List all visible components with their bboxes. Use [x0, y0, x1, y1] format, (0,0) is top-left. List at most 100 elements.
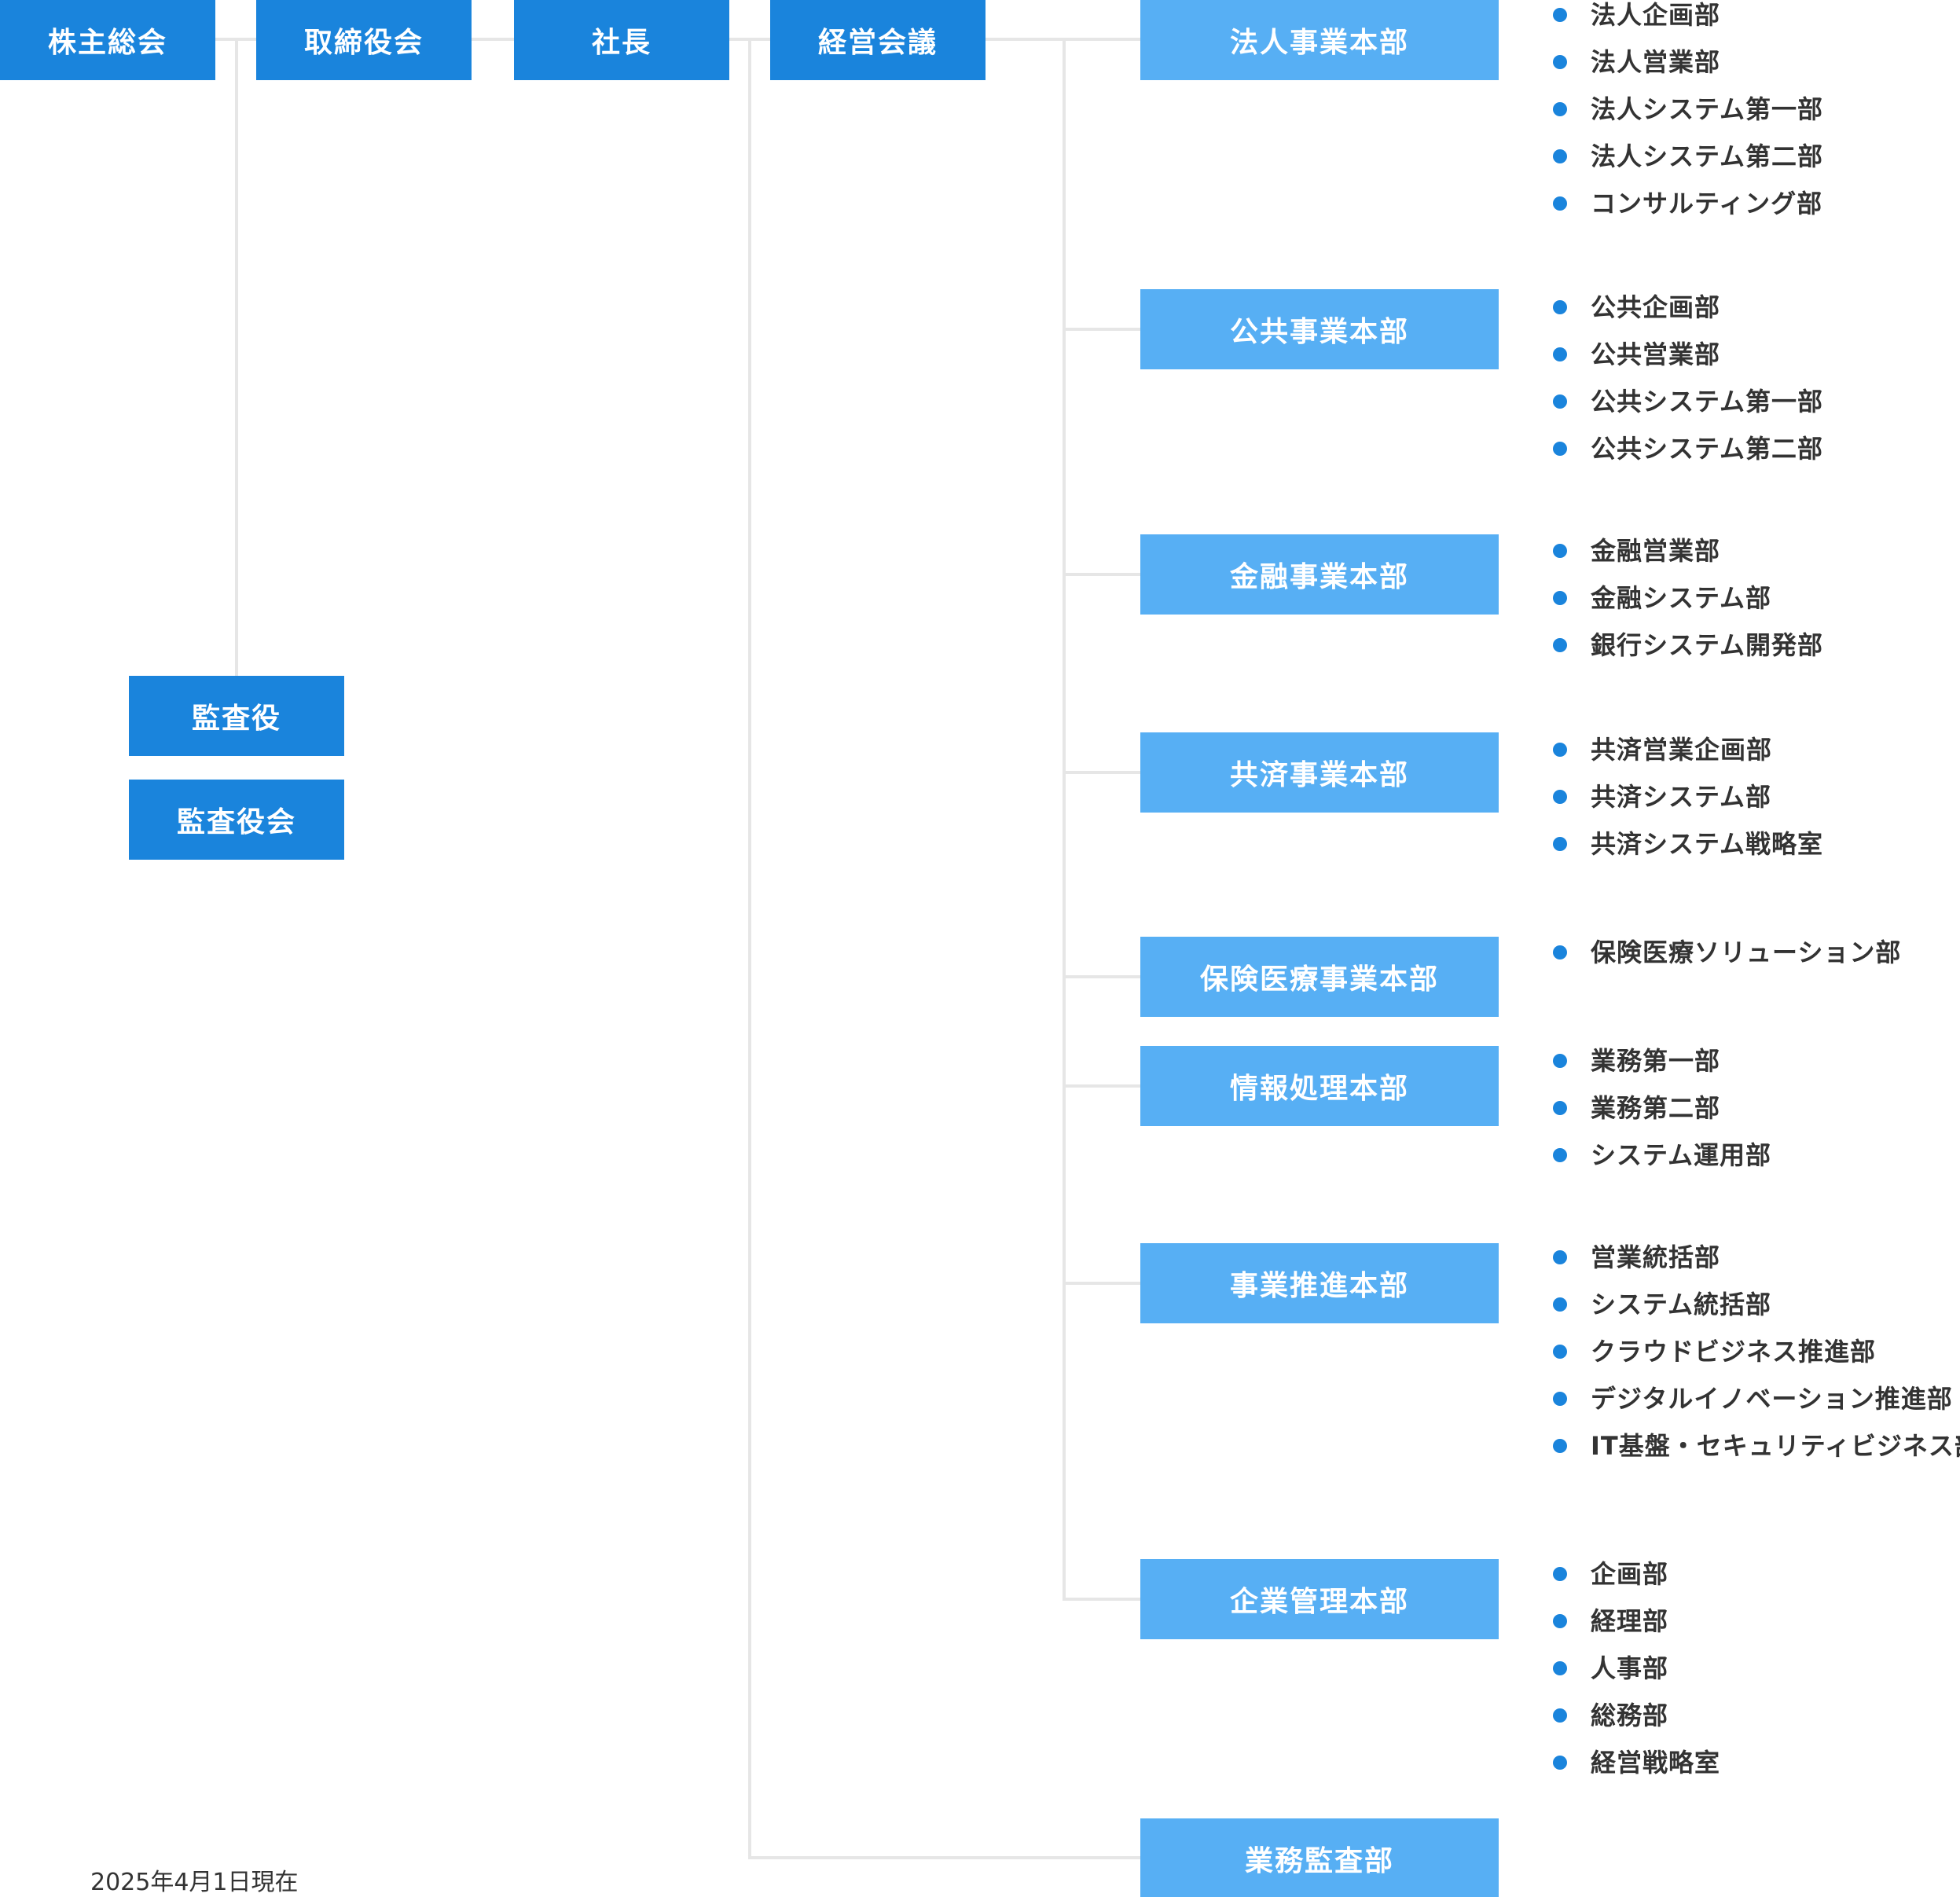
- list-item[interactable]: 法人システム第一部: [1553, 86, 1823, 133]
- bullet-icon: [1553, 1345, 1567, 1359]
- bullet-icon: [1553, 300, 1567, 314]
- department-label: 経営戦略室: [1591, 1748, 1721, 1778]
- department-label: システム統括部: [1591, 1290, 1772, 1319]
- list-item[interactable]: 営業統括部: [1553, 1234, 1960, 1281]
- department-label: 法人営業部: [1591, 47, 1721, 77]
- list-item[interactable]: コンサルティング部: [1553, 180, 1823, 227]
- bullet-icon: [1553, 1567, 1567, 1581]
- list-item[interactable]: 公共営業部: [1553, 331, 1823, 378]
- audit-department-box[interactable]: 業務監査部: [1140, 1818, 1499, 1897]
- department-label: 共済システム戦略室: [1591, 829, 1824, 859]
- list-item[interactable]: システム運用部: [1553, 1132, 1771, 1179]
- bullet-icon: [1553, 1661, 1567, 1675]
- department-label: 金融システム部: [1591, 583, 1772, 613]
- bullet-icon: [1553, 1250, 1567, 1264]
- bullet-icon: [1553, 591, 1567, 605]
- department-label: 法人システム第二部: [1591, 141, 1824, 171]
- management-meeting-box[interactable]: 経営会議: [770, 0, 986, 80]
- list-item[interactable]: 銀行システム開発部: [1553, 622, 1823, 669]
- department-label: 公共企画部: [1591, 292, 1721, 322]
- division-box-hojin[interactable]: 法人事業本部: [1140, 0, 1499, 80]
- department-list-kinyu: 金融営業部 金融システム部 銀行システム開発部: [1553, 527, 1823, 669]
- list-item[interactable]: 業務第一部: [1553, 1037, 1771, 1084]
- list-item[interactable]: 共済営業企画部: [1553, 726, 1823, 773]
- department-label: クラウドビジネス推進部: [1591, 1337, 1877, 1367]
- connector-division-5: [1063, 1084, 1140, 1088]
- bullet-icon: [1553, 1708, 1567, 1723]
- bullet-icon: [1553, 837, 1567, 851]
- as-of-date: 2025年4月1日現在: [90, 1869, 299, 1896]
- division-box-kyosai[interactable]: 共済事業本部: [1140, 732, 1499, 813]
- connector-division-1: [1063, 328, 1140, 331]
- list-item[interactable]: 公共システム第一部: [1553, 378, 1823, 425]
- department-label: 共済システム部: [1591, 782, 1772, 812]
- bullet-icon: [1553, 1756, 1567, 1770]
- bullet-icon: [1553, 8, 1567, 22]
- board-of-directors-box[interactable]: 取締役会: [256, 0, 472, 80]
- list-item[interactable]: デジタルイノベーション推進部: [1553, 1375, 1960, 1422]
- department-label: 金融営業部: [1591, 536, 1721, 566]
- department-label: 総務部: [1591, 1701, 1669, 1730]
- list-item[interactable]: 公共企画部: [1553, 284, 1823, 331]
- bullet-icon: [1553, 638, 1567, 652]
- connector-divisions-vertical: [1063, 39, 1066, 1600]
- department-list-hojin: 法人企画部 法人営業部 法人システム第一部 法人システム第二部 コンサルティング…: [1553, 0, 1823, 227]
- connector-division-3: [1063, 771, 1140, 774]
- list-item[interactable]: 法人システム第二部: [1553, 133, 1823, 180]
- department-label: 共済営業企画部: [1591, 735, 1773, 765]
- department-label: 法人システム第一部: [1591, 94, 1824, 124]
- department-label: 銀行システム開発部: [1591, 630, 1824, 660]
- list-item[interactable]: 金融営業部: [1553, 527, 1823, 574]
- list-item[interactable]: システム統括部: [1553, 1281, 1960, 1328]
- department-list-kokyo: 公共企画部 公共営業部 公共システム第一部 公共システム第二部: [1553, 284, 1823, 472]
- list-item[interactable]: 法人営業部: [1553, 39, 1823, 86]
- department-label: デジタルイノベーション推進部: [1591, 1384, 1953, 1414]
- department-label: 公共営業部: [1591, 339, 1721, 369]
- connector-division-7: [1063, 1598, 1140, 1601]
- list-item[interactable]: 経理部: [1553, 1598, 1720, 1645]
- shareholders-meeting-box[interactable]: 株主総会: [0, 0, 215, 80]
- department-list-jigyo-suishin: 営業統括部 システム統括部 クラウドビジネス推進部 デジタルイノベーション推進部…: [1553, 1234, 1960, 1470]
- list-item[interactable]: クラウドビジネス推進部: [1553, 1328, 1960, 1375]
- bullet-icon: [1553, 347, 1567, 361]
- auditor-box[interactable]: 監査役: [129, 676, 344, 756]
- list-item[interactable]: 人事部: [1553, 1645, 1720, 1692]
- list-item[interactable]: 法人企画部: [1553, 0, 1823, 39]
- list-item[interactable]: 共済システム戦略室: [1553, 820, 1823, 868]
- bullet-icon: [1553, 102, 1567, 116]
- division-box-kokyo[interactable]: 公共事業本部: [1140, 289, 1499, 369]
- list-item[interactable]: 共済システム部: [1553, 773, 1823, 820]
- list-item[interactable]: IT基盤・セキュリティビジネス部: [1553, 1422, 1960, 1470]
- bullet-icon: [1553, 1614, 1567, 1628]
- connector-president-to-audit-dept: [748, 39, 751, 1859]
- list-item[interactable]: 保険医療ソリューション部: [1553, 929, 1901, 976]
- bullet-icon: [1553, 55, 1567, 69]
- list-item[interactable]: 公共システム第二部: [1553, 425, 1823, 472]
- department-label: 業務第二部: [1591, 1093, 1721, 1123]
- bullet-icon: [1553, 544, 1567, 558]
- division-box-joho-shori[interactable]: 情報処理本部: [1140, 1046, 1499, 1126]
- division-box-jigyo-suishin[interactable]: 事業推進本部: [1140, 1243, 1499, 1323]
- bullet-icon: [1553, 790, 1567, 804]
- department-label: コンサルティング部: [1591, 189, 1823, 218]
- department-label: システム運用部: [1591, 1140, 1772, 1170]
- president-box[interactable]: 社長: [514, 0, 729, 80]
- division-box-kigyo-kanri[interactable]: 企業管理本部: [1140, 1559, 1499, 1639]
- bullet-icon: [1553, 743, 1567, 757]
- bullet-icon: [1553, 1392, 1567, 1406]
- division-box-hoken-iryo[interactable]: 保険医療事業本部: [1140, 937, 1499, 1017]
- department-label: 保険医療ソリューション部: [1591, 937, 1902, 967]
- division-box-kinyu[interactable]: 金融事業本部: [1140, 534, 1499, 615]
- list-item[interactable]: 総務部: [1553, 1692, 1720, 1739]
- department-label: 営業統括部: [1591, 1242, 1721, 1272]
- bullet-icon: [1553, 1054, 1567, 1068]
- department-label: 法人企画部: [1591, 0, 1721, 30]
- list-item[interactable]: 金融システム部: [1553, 574, 1823, 622]
- connector-division-2: [1063, 573, 1140, 576]
- audit-board-box[interactable]: 監査役会: [129, 780, 344, 860]
- connector-board-to-auditors: [235, 39, 238, 676]
- list-item[interactable]: 業務第二部: [1553, 1084, 1771, 1132]
- list-item[interactable]: 企画部: [1553, 1550, 1720, 1598]
- department-label: 業務第一部: [1591, 1046, 1721, 1076]
- list-item[interactable]: 経営戦略室: [1553, 1739, 1720, 1786]
